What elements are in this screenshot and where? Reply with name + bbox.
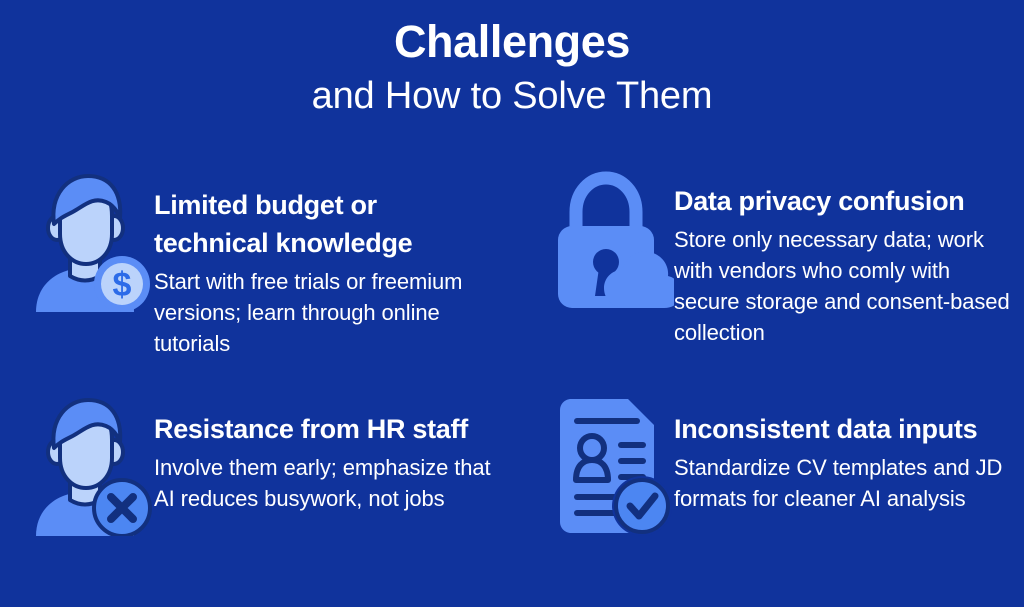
challenge-body: Standardize CV templates and JD formats … bbox=[674, 455, 1003, 511]
challenge-text: Data privacy confusion Store only necess… bbox=[674, 168, 1018, 348]
challenge-heading: Limited budget or technical knowledge bbox=[154, 190, 413, 258]
challenge-item-inconsistent-data: Inconsistent data inputs Standardize CV … bbox=[548, 396, 1018, 536]
challenge-body: Start with free trials or freemium versi… bbox=[154, 269, 463, 356]
title-subtitle: and How to Solve Them bbox=[311, 75, 713, 117]
person-x-icon bbox=[28, 396, 154, 536]
document-check-icon bbox=[548, 396, 674, 536]
challenge-text: Limited budget or technical knowledge St… bbox=[154, 172, 498, 359]
svg-text:$: $ bbox=[113, 266, 132, 304]
page-title: Challenges and How to Solve Them bbox=[0, 14, 1024, 122]
person-dollar-icon: $ bbox=[28, 172, 154, 312]
challenge-item-limited-budget: $ Limited budget or technical knowledge … bbox=[28, 172, 498, 359]
challenge-heading: Resistance from HR staff bbox=[154, 414, 468, 444]
challenge-text: Inconsistent data inputs Standardize CV … bbox=[674, 396, 1018, 514]
challenge-item-data-privacy: Data privacy confusion Store only necess… bbox=[548, 168, 1018, 348]
lock-cloud-icon bbox=[548, 168, 674, 308]
challenge-text: Resistance from HR staff Involve them ea… bbox=[154, 396, 498, 514]
title-main: Challenges bbox=[393, 16, 631, 67]
challenge-body: Involve them early; emphasize that AI re… bbox=[154, 455, 491, 511]
challenge-item-hr-resistance: Resistance from HR staff Involve them ea… bbox=[28, 396, 498, 536]
challenge-heading: Inconsistent data inputs bbox=[674, 414, 978, 444]
challenge-heading: Data privacy confusion bbox=[674, 186, 965, 216]
challenge-body: Store only necessary data; work with ven… bbox=[674, 227, 1010, 345]
challenges-grid: $ Limited budget or technical knowledge … bbox=[0, 158, 1024, 598]
